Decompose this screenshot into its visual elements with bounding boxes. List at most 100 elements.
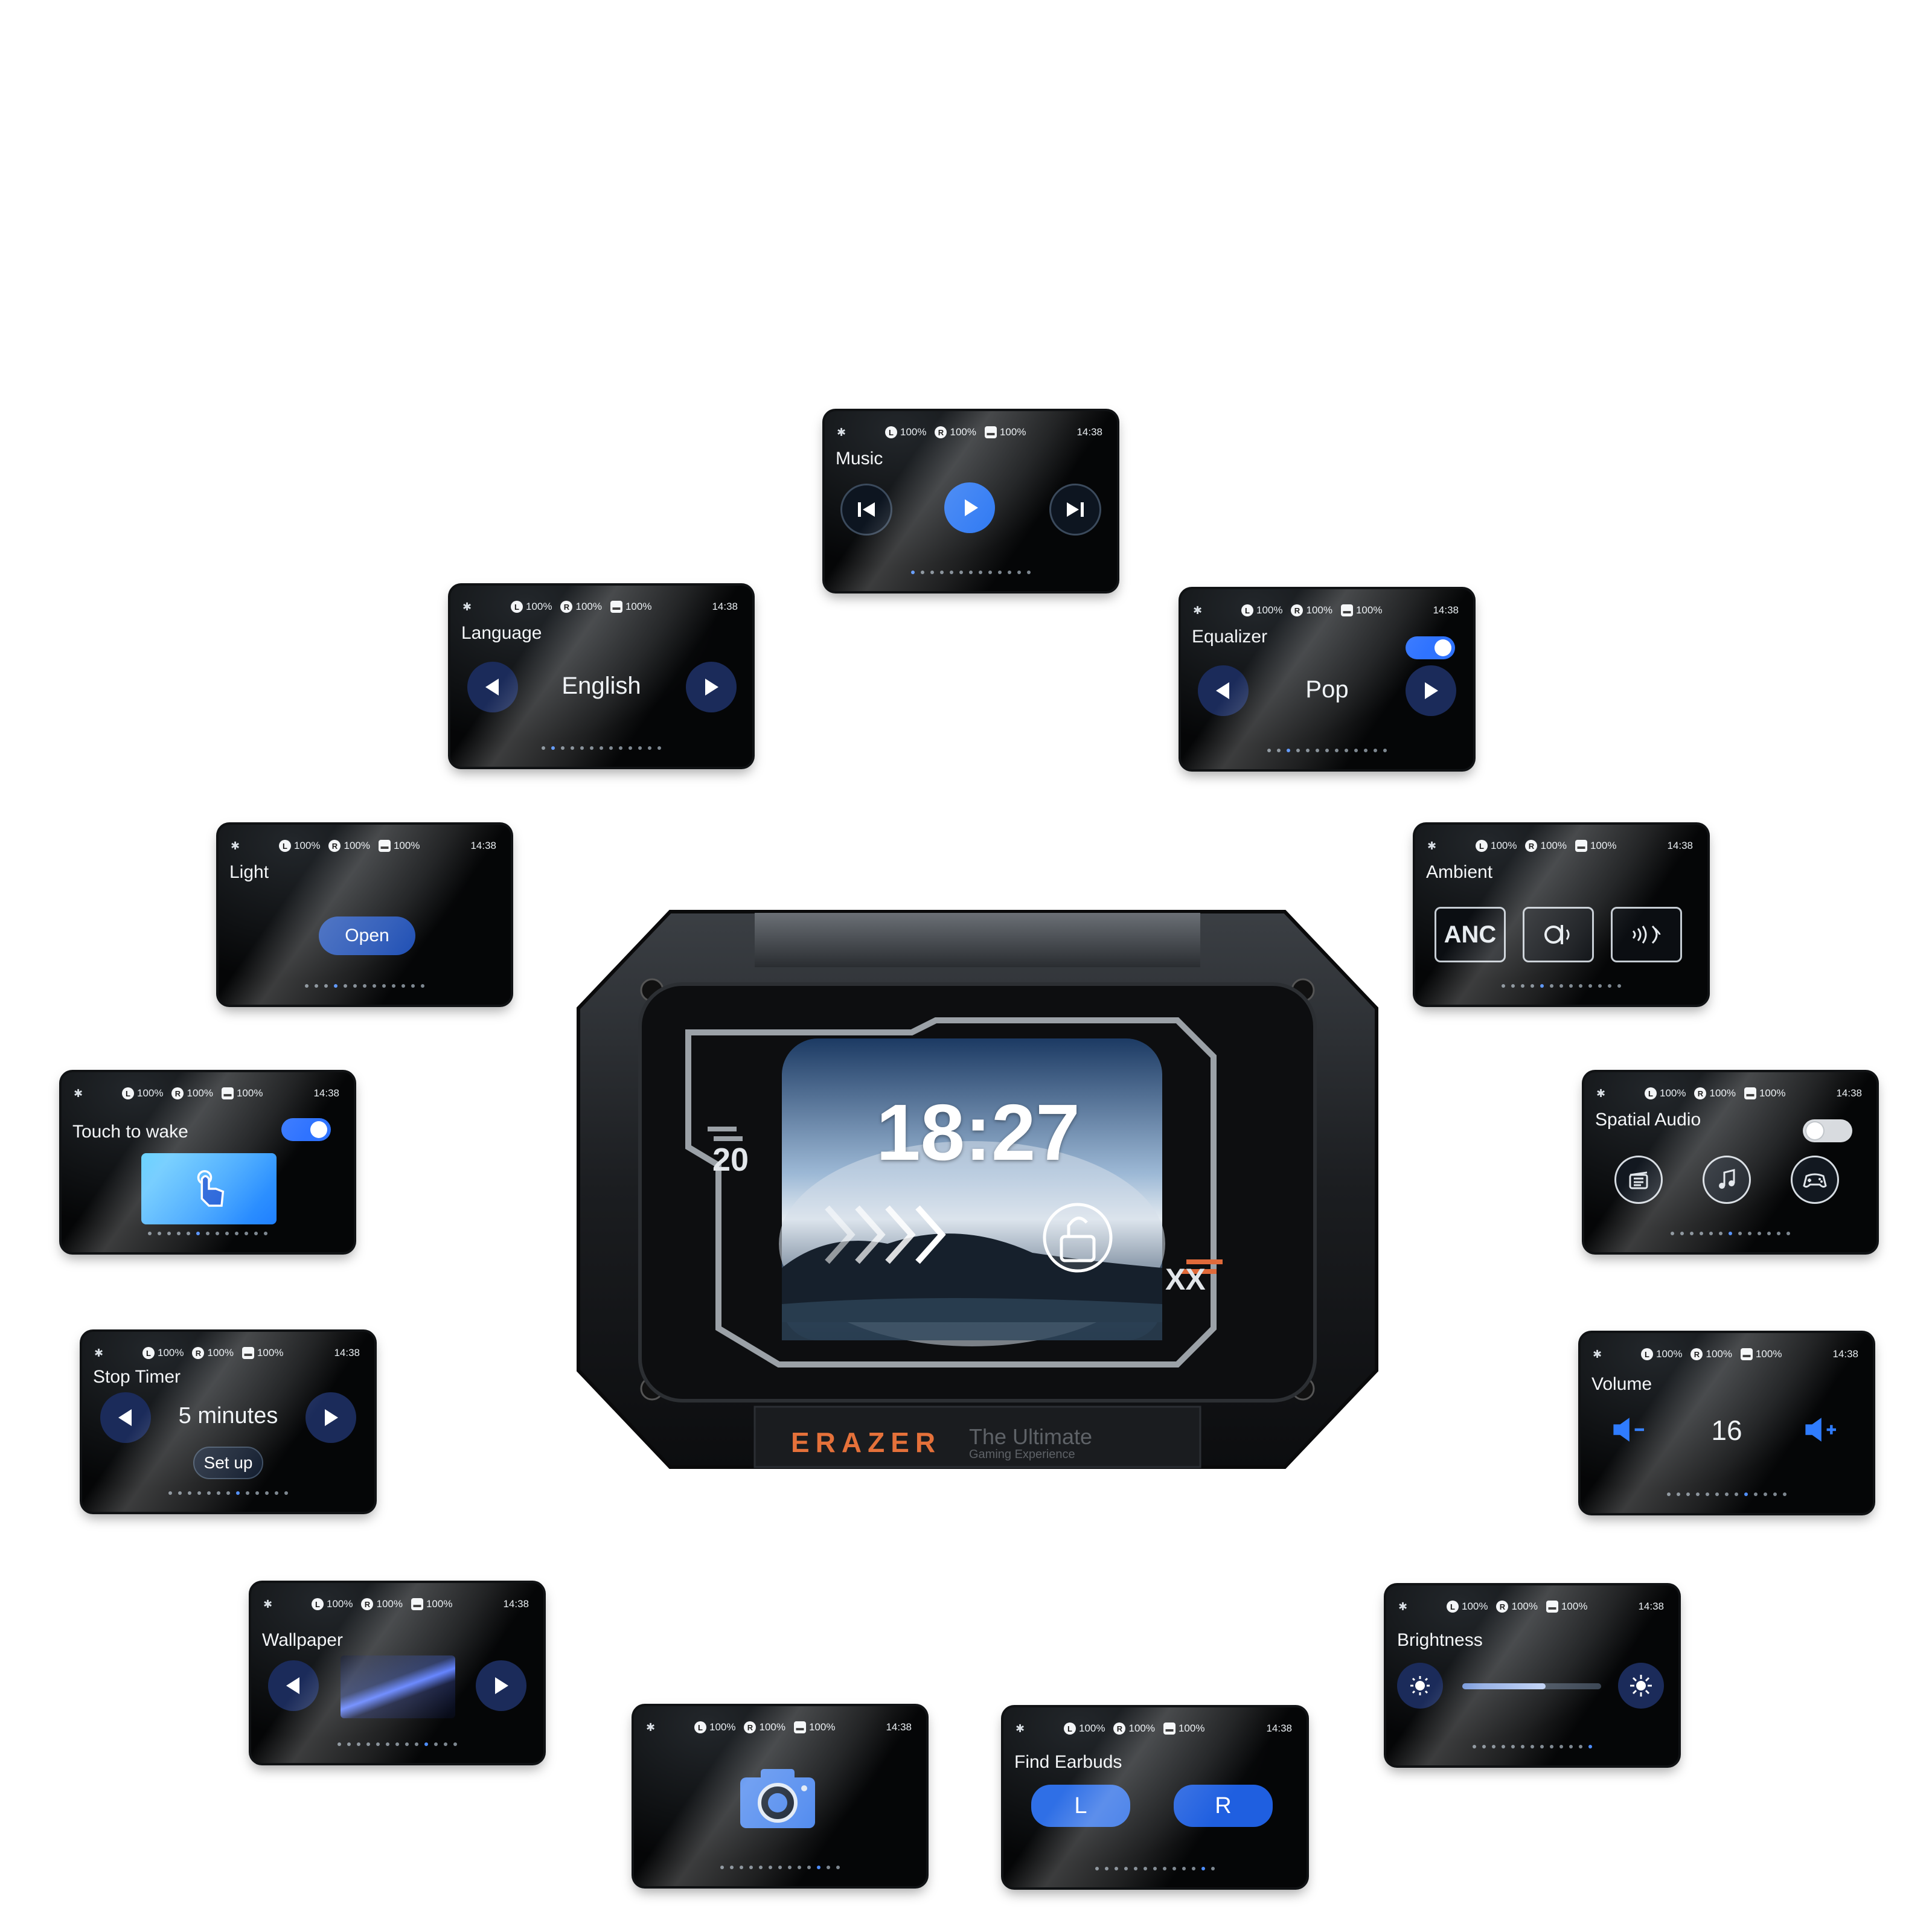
next-wallpaper-button[interactable] — [476, 1660, 526, 1711]
previous-wallpaper-button[interactable] — [268, 1660, 319, 1711]
page-indicator — [1415, 984, 1707, 988]
case-icon: ▬ — [221, 1087, 234, 1099]
movie-mode-button[interactable] — [1614, 1156, 1663, 1204]
page-dot — [580, 746, 584, 750]
page-dot — [1744, 1492, 1748, 1496]
page-indicator — [82, 1491, 374, 1495]
anc-mode-button[interactable]: ANC — [1435, 907, 1506, 962]
transparency-mode-button[interactable] — [1523, 907, 1594, 962]
page-dot — [1201, 1867, 1205, 1870]
page-dot — [353, 984, 357, 988]
left-earbud-icon: L — [312, 1598, 324, 1610]
page-dot — [1364, 749, 1367, 752]
right-earbud-icon: R — [1113, 1722, 1126, 1735]
play-button[interactable] — [944, 482, 995, 533]
arrow-right-icon — [325, 1409, 338, 1426]
find-right-earbud-button[interactable]: R — [1174, 1785, 1273, 1827]
brightness-up-button[interactable] — [1618, 1663, 1664, 1709]
page-dot — [740, 1866, 743, 1869]
page-indicator — [825, 571, 1117, 574]
page-dot — [969, 571, 973, 574]
next-preset-button[interactable] — [1406, 665, 1456, 716]
volume-down-button[interactable] — [1611, 1416, 1651, 1446]
left-earbud-icon: L — [1476, 840, 1488, 852]
page-dot — [1729, 1232, 1732, 1235]
page-dot — [254, 1232, 258, 1235]
spatial-audio-toggle[interactable] — [1803, 1119, 1852, 1142]
light-open-button[interactable]: Open — [319, 916, 415, 955]
find-left-earbud-button[interactable]: L — [1031, 1785, 1130, 1827]
player-badge-right: XX — [1165, 1262, 1206, 1296]
increase-timer-button[interactable] — [305, 1392, 356, 1443]
page-dot — [1696, 1492, 1700, 1496]
page-dot — [1105, 1867, 1108, 1870]
page-dot — [1559, 1745, 1563, 1748]
right-earbud-icon: R — [361, 1598, 374, 1610]
page-dot — [600, 746, 603, 750]
decrease-timer-button[interactable] — [100, 1392, 151, 1443]
brightness-down-button[interactable] — [1397, 1663, 1443, 1709]
page-dot — [1115, 1867, 1118, 1870]
next-track-button[interactable] — [1049, 484, 1101, 536]
page-indicator — [1003, 1867, 1307, 1870]
right-earbud-icon: R — [192, 1347, 205, 1359]
previous-option-button[interactable] — [467, 662, 518, 712]
previous-track-button[interactable] — [840, 484, 892, 536]
speaker-minus-icon — [1613, 1418, 1644, 1442]
page-dot — [561, 746, 565, 750]
left-earbud-icon: L — [694, 1721, 706, 1733]
page-dot — [1700, 1232, 1703, 1235]
setup-button[interactable]: Set up — [193, 1447, 263, 1479]
game-mode-button[interactable] — [1791, 1156, 1839, 1204]
volume-up-button[interactable] — [1803, 1416, 1843, 1446]
wind-noise-mode-button[interactable] — [1611, 907, 1682, 962]
page-dot — [357, 1742, 360, 1746]
language-value: English — [561, 673, 641, 699]
page-dot — [177, 1232, 181, 1235]
bluetooth-icon: ✱ — [1398, 1600, 1408, 1613]
page-indicator — [634, 1866, 926, 1869]
page-indicator — [219, 984, 511, 988]
music-mode-button[interactable] — [1703, 1156, 1751, 1204]
brightness-slider-track[interactable] — [1462, 1683, 1601, 1689]
touch-to-wake-toggle[interactable] — [281, 1118, 331, 1141]
bluetooth-icon: ✱ — [1596, 1087, 1606, 1099]
page-dot — [158, 1232, 161, 1235]
page-dot — [226, 1491, 230, 1495]
camera-shutter-button[interactable] — [735, 1764, 820, 1834]
clapperboard-icon — [1629, 1171, 1648, 1189]
page-dot — [1671, 1232, 1674, 1235]
page-dot — [1017, 571, 1021, 574]
status-time: 14:38 — [334, 1347, 360, 1358]
page-dot — [590, 746, 593, 750]
next-option-button[interactable] — [686, 662, 737, 712]
page-dot — [778, 1866, 782, 1869]
page-dot — [453, 1742, 457, 1746]
equalizer-toggle[interactable] — [1406, 636, 1455, 659]
page-dot — [1473, 1745, 1476, 1748]
page-dot — [1306, 749, 1310, 752]
page-dot — [1511, 984, 1515, 988]
case-icon: ▬ — [1546, 1601, 1558, 1613]
previous-preset-button[interactable] — [1198, 665, 1249, 716]
case-battery: ▬100% — [1740, 1348, 1782, 1360]
page-dot — [619, 746, 622, 750]
